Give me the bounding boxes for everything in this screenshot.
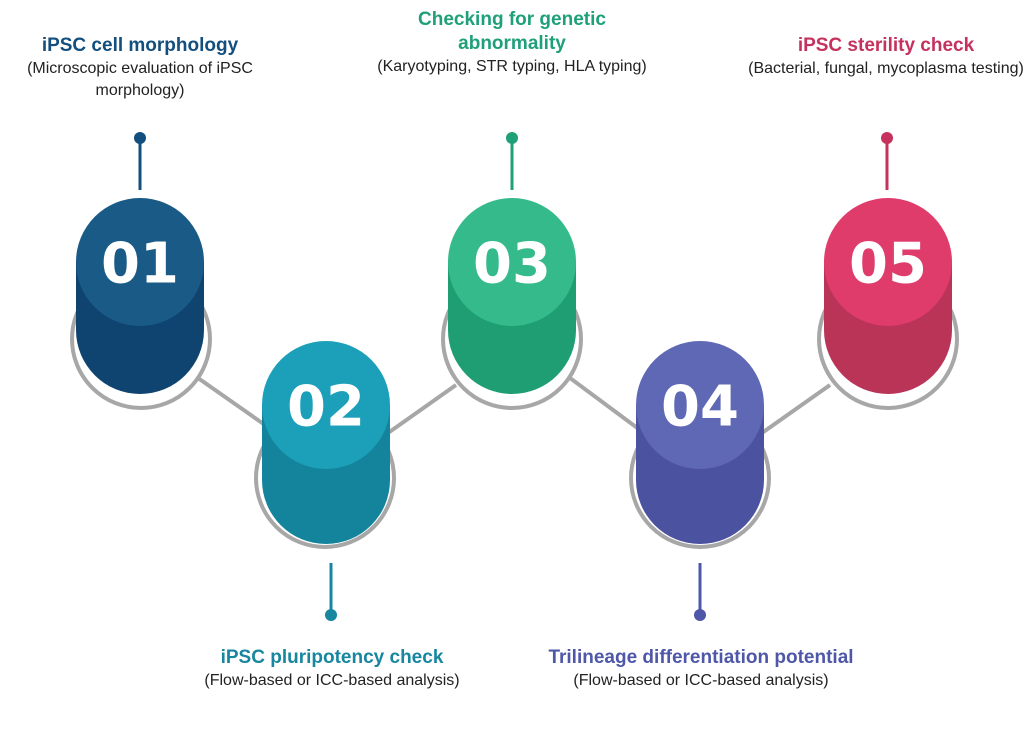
cylinder-04: 04: [636, 341, 764, 544]
step-description-03: (Karyotyping, STR typing, HLA typing): [377, 58, 647, 75]
pin-dot-03: [506, 132, 518, 144]
step-title-01: iPSC cell morphology: [41, 35, 239, 56]
connector-03-04: [568, 376, 642, 432]
step-description-05: (Bacterial, fungal, mycoplasma testing): [748, 60, 1024, 77]
cylinder-top-05: [824, 198, 952, 326]
step-label-03: Checking for genetic abnormality (Karyot…: [372, 8, 652, 78]
step-number-04: 04: [661, 375, 739, 440]
cylinder-top-01: [76, 198, 204, 326]
step-title-04: Trilineage differentiation potential: [548, 647, 854, 668]
pin-dot-05: [881, 132, 893, 144]
step-description-02: (Flow-based or ICC-based analysis): [204, 672, 460, 689]
step-description-01: (Microscopic evaluation of iPSC morpholo…: [27, 60, 253, 99]
connector-04-05: [760, 383, 832, 435]
step-title-03: Checking for genetic abnormality: [418, 9, 606, 54]
connector-01-02: [196, 376, 267, 427]
step-number-02: 02: [287, 375, 365, 440]
cylinder-05: 05: [824, 198, 952, 394]
step-number-05: 05: [849, 232, 927, 297]
step-number-03: 03: [473, 232, 551, 297]
step-label-02: iPSC pluripotency check (Flow-based or I…: [196, 646, 468, 692]
step-label-04: Trilineage differentiation potential (Fl…: [546, 646, 856, 692]
connector-lines: [196, 376, 832, 435]
cylinder-01: 01: [76, 198, 204, 394]
connector-02-03: [386, 383, 458, 435]
pin-dot-01: [134, 132, 146, 144]
cylinder-02: 02: [262, 341, 390, 544]
step-label-05: iPSC sterility check (Bacterial, fungal,…: [748, 34, 1024, 80]
pin-dot-02: [325, 609, 337, 621]
pins-top: [134, 132, 893, 190]
cylinder-top-02: [262, 341, 390, 469]
cylinder-03: 03: [448, 198, 576, 394]
cylinder-top-03: [448, 198, 576, 326]
step-label-01: iPSC cell morphology (Microscopic evalua…: [0, 34, 280, 102]
step-title-05: iPSC sterility check: [797, 35, 975, 56]
cylinder-top-04: [636, 341, 764, 469]
step-title-02: iPSC pluripotency check: [220, 647, 444, 668]
pins-bottom: [325, 563, 706, 621]
pin-dot-04: [694, 609, 706, 621]
step-description-04: (Flow-based or ICC-based analysis): [573, 672, 829, 689]
step-number-01: 01: [101, 232, 179, 297]
